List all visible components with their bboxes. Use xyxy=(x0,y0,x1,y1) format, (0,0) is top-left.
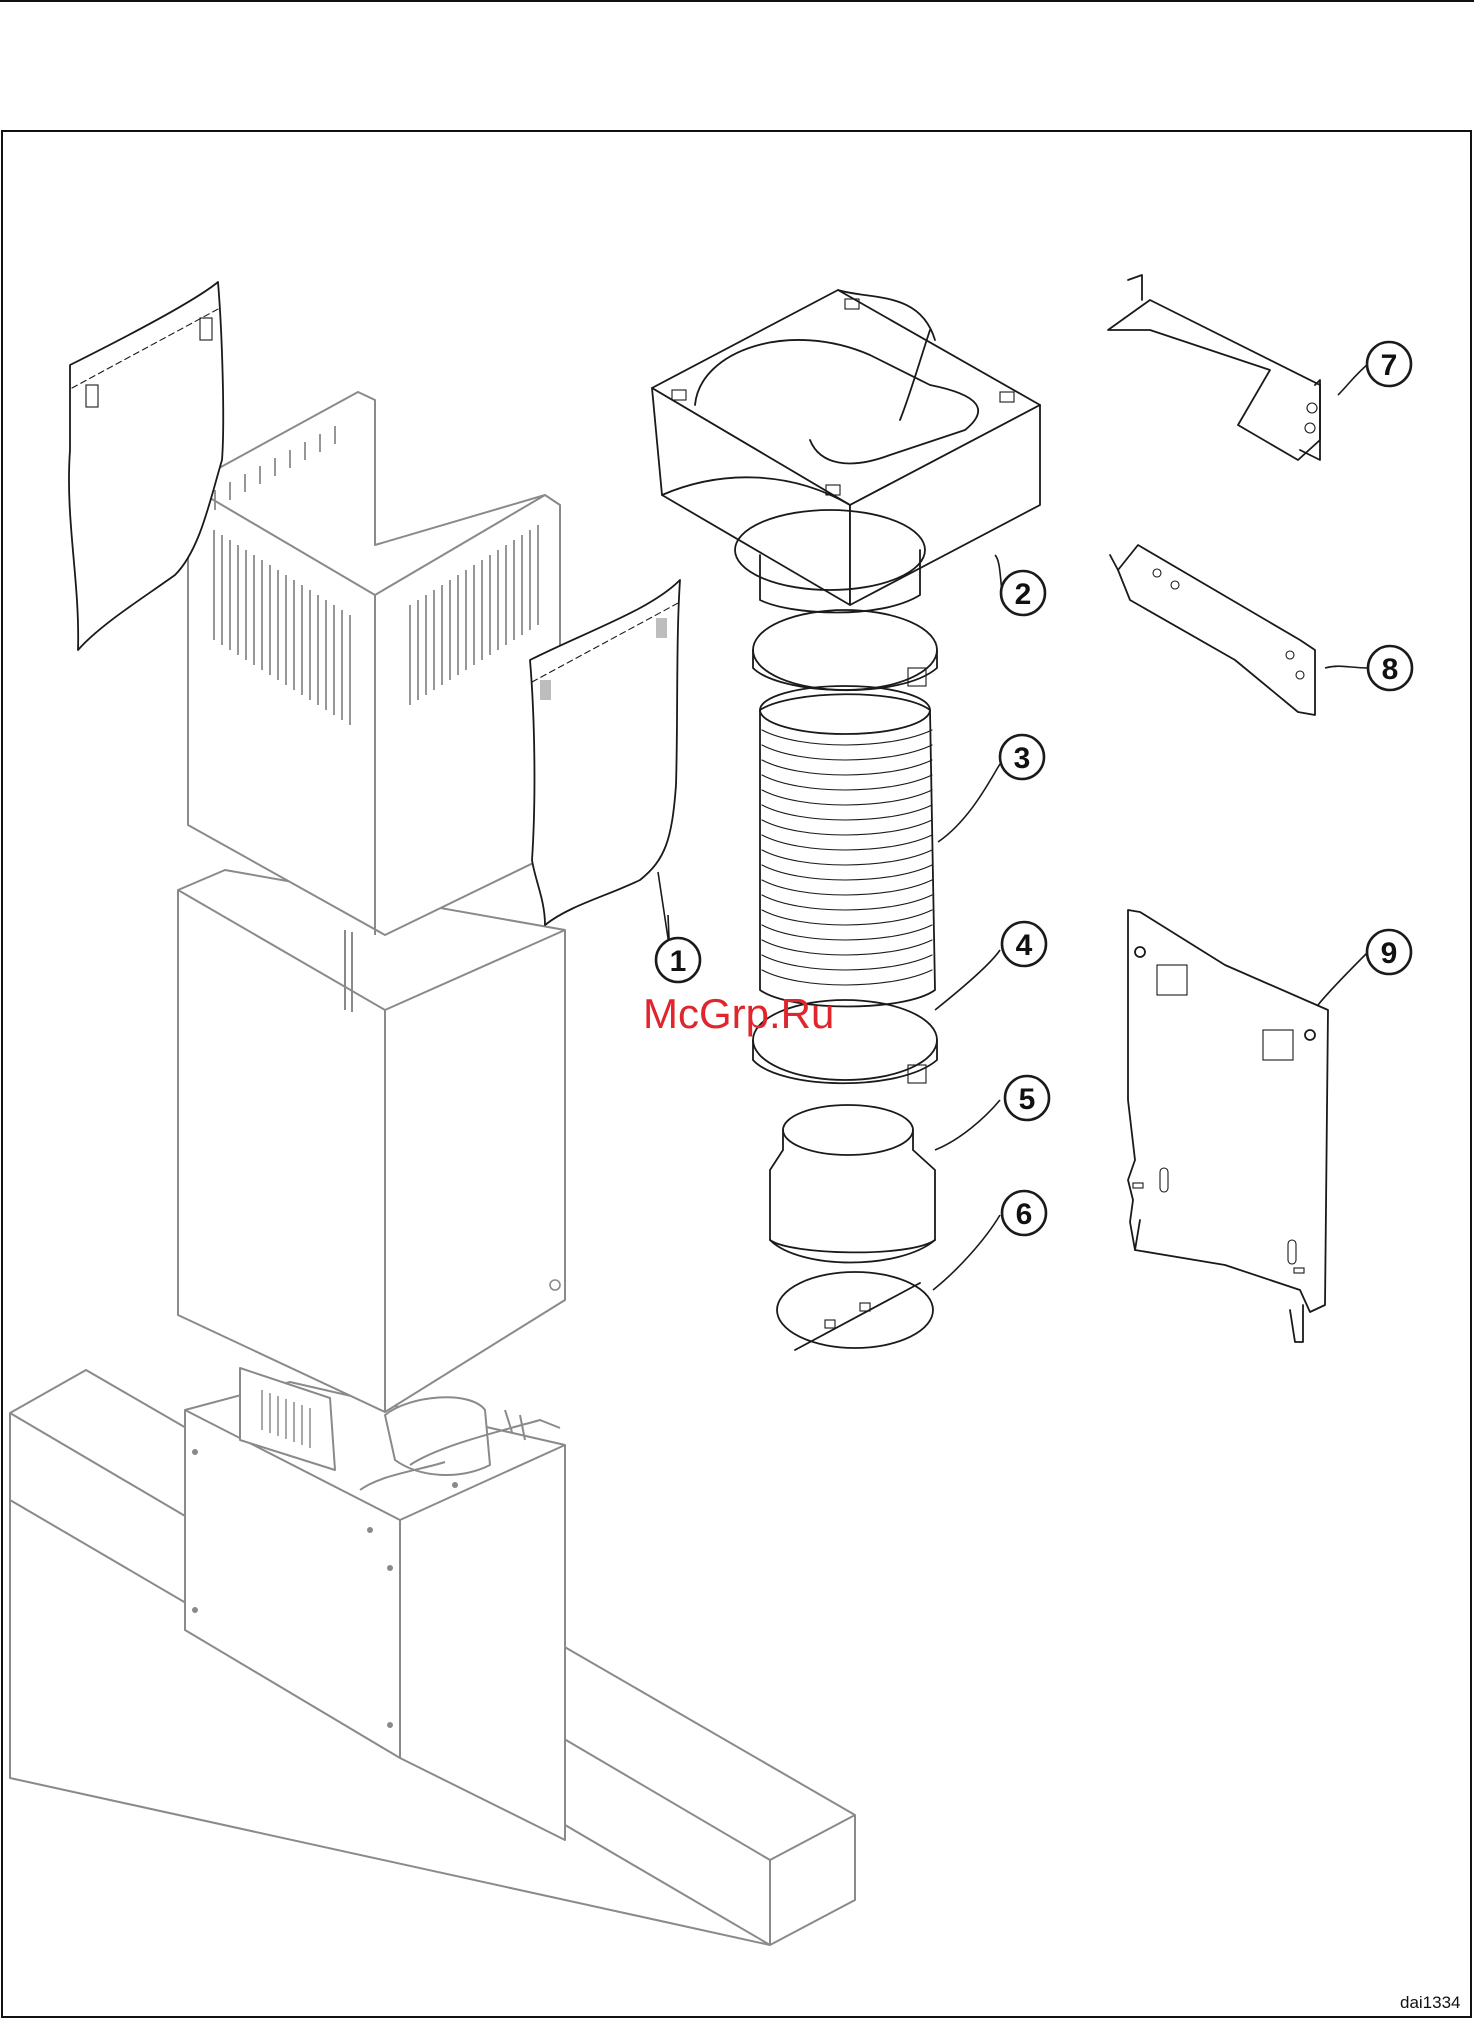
part-7-upper-bracket xyxy=(1108,275,1320,460)
part-5-adaptor-ring xyxy=(770,1105,935,1263)
callout-4: 4 xyxy=(1002,922,1046,966)
part-2-air-outlet-box xyxy=(652,290,1040,613)
lower-chimney xyxy=(178,870,565,1412)
callout-9: 9 xyxy=(1367,930,1411,974)
callout-3-label: 3 xyxy=(1014,742,1031,775)
drawing-reference: dai1334 xyxy=(1400,1993,1461,2012)
callout-7: 7 xyxy=(1367,342,1411,386)
part-3-flexible-hose xyxy=(760,686,935,1007)
callout-1-label: 1 xyxy=(670,945,687,978)
callout-1: 1 xyxy=(656,938,700,982)
watermark-text: McGrp.Ru xyxy=(643,990,834,1037)
callout-2: 2 xyxy=(1001,571,1045,615)
part-4-hose-clamp-top xyxy=(753,610,937,690)
callout-7-label: 7 xyxy=(1381,349,1398,382)
callout-6: 6 xyxy=(1002,1191,1046,1235)
callout-8-label: 8 xyxy=(1382,653,1399,686)
part-9-wall-plate xyxy=(1128,910,1328,1342)
callout-5: 5 xyxy=(1005,1076,1049,1120)
callout-3: 3 xyxy=(1000,735,1044,779)
callout-8: 8 xyxy=(1368,646,1412,690)
part-8-middle-bracket xyxy=(1110,545,1315,715)
callout-4-label: 4 xyxy=(1016,929,1033,962)
callout-6-label: 6 xyxy=(1016,1198,1033,1231)
callout-2-label: 2 xyxy=(1015,578,1032,611)
part-6-backdraft-flap xyxy=(777,1272,933,1350)
callout-5-label: 5 xyxy=(1019,1083,1036,1116)
callout-9-label: 9 xyxy=(1381,937,1398,970)
